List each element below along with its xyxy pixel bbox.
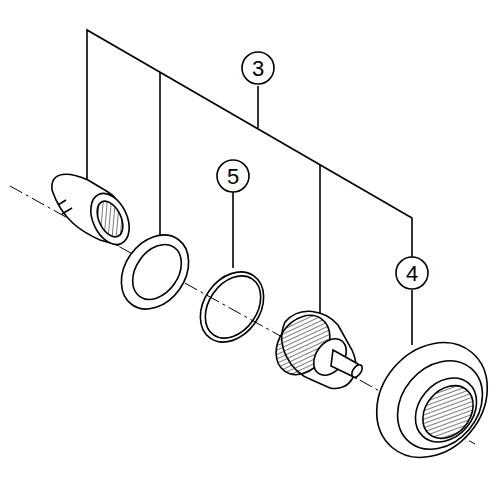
callout-number: 5	[227, 166, 239, 188]
callout-number: 4	[406, 263, 418, 285]
callout-number: 3	[252, 58, 264, 80]
